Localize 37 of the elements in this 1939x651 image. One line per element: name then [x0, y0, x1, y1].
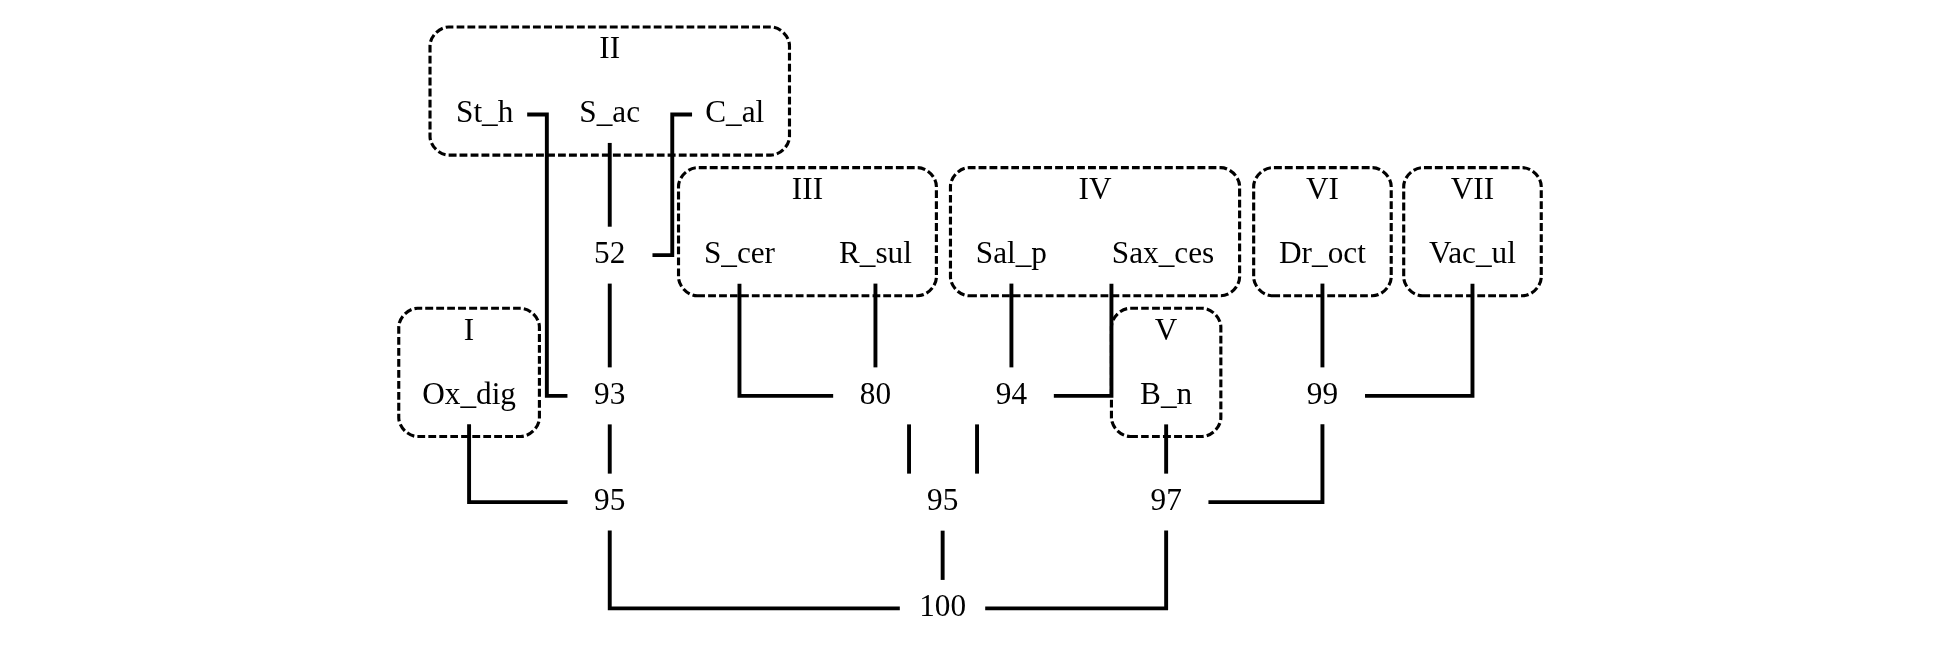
node-text: 52: [593, 234, 625, 270]
node-text: 99: [1306, 375, 1338, 411]
node-text: Sal_p: [975, 234, 1047, 270]
connector: [607, 142, 612, 227]
connector: [466, 424, 568, 505]
connector: [607, 530, 900, 611]
node-text: Sax_ces: [1111, 234, 1214, 270]
connector: [1053, 283, 1113, 398]
node-text: Dr_oct: [1278, 234, 1366, 270]
node-text: S_ac: [578, 94, 640, 130]
node-text: 95: [926, 481, 958, 517]
connector: [1320, 283, 1324, 368]
connector: [1207, 424, 1324, 505]
connector: [1364, 283, 1474, 398]
connector: [607, 424, 612, 474]
connector: [1008, 283, 1013, 368]
node-text: S_cer: [703, 234, 775, 270]
node-text: 100: [918, 588, 966, 624]
node-text: Vac_ul: [1428, 234, 1516, 270]
node-text: 95: [593, 481, 625, 517]
connector: [873, 283, 877, 368]
connector: [940, 530, 945, 580]
node-text: R_sul: [838, 234, 912, 270]
connector: [906, 424, 911, 474]
node-text: B_n: [1139, 375, 1192, 411]
connector: [737, 283, 833, 398]
connector: [607, 283, 612, 368]
connector: [1163, 424, 1168, 474]
connector: [974, 424, 979, 474]
node-text: St_h: [455, 94, 513, 130]
node-text: C_al: [704, 94, 764, 130]
node-text: 97: [1150, 481, 1182, 517]
node-text: Ox_dig: [421, 375, 516, 411]
node-text: 94: [995, 375, 1027, 411]
connector: [984, 530, 1168, 611]
node-text: 93: [593, 375, 625, 411]
node-text: 80: [859, 375, 891, 411]
